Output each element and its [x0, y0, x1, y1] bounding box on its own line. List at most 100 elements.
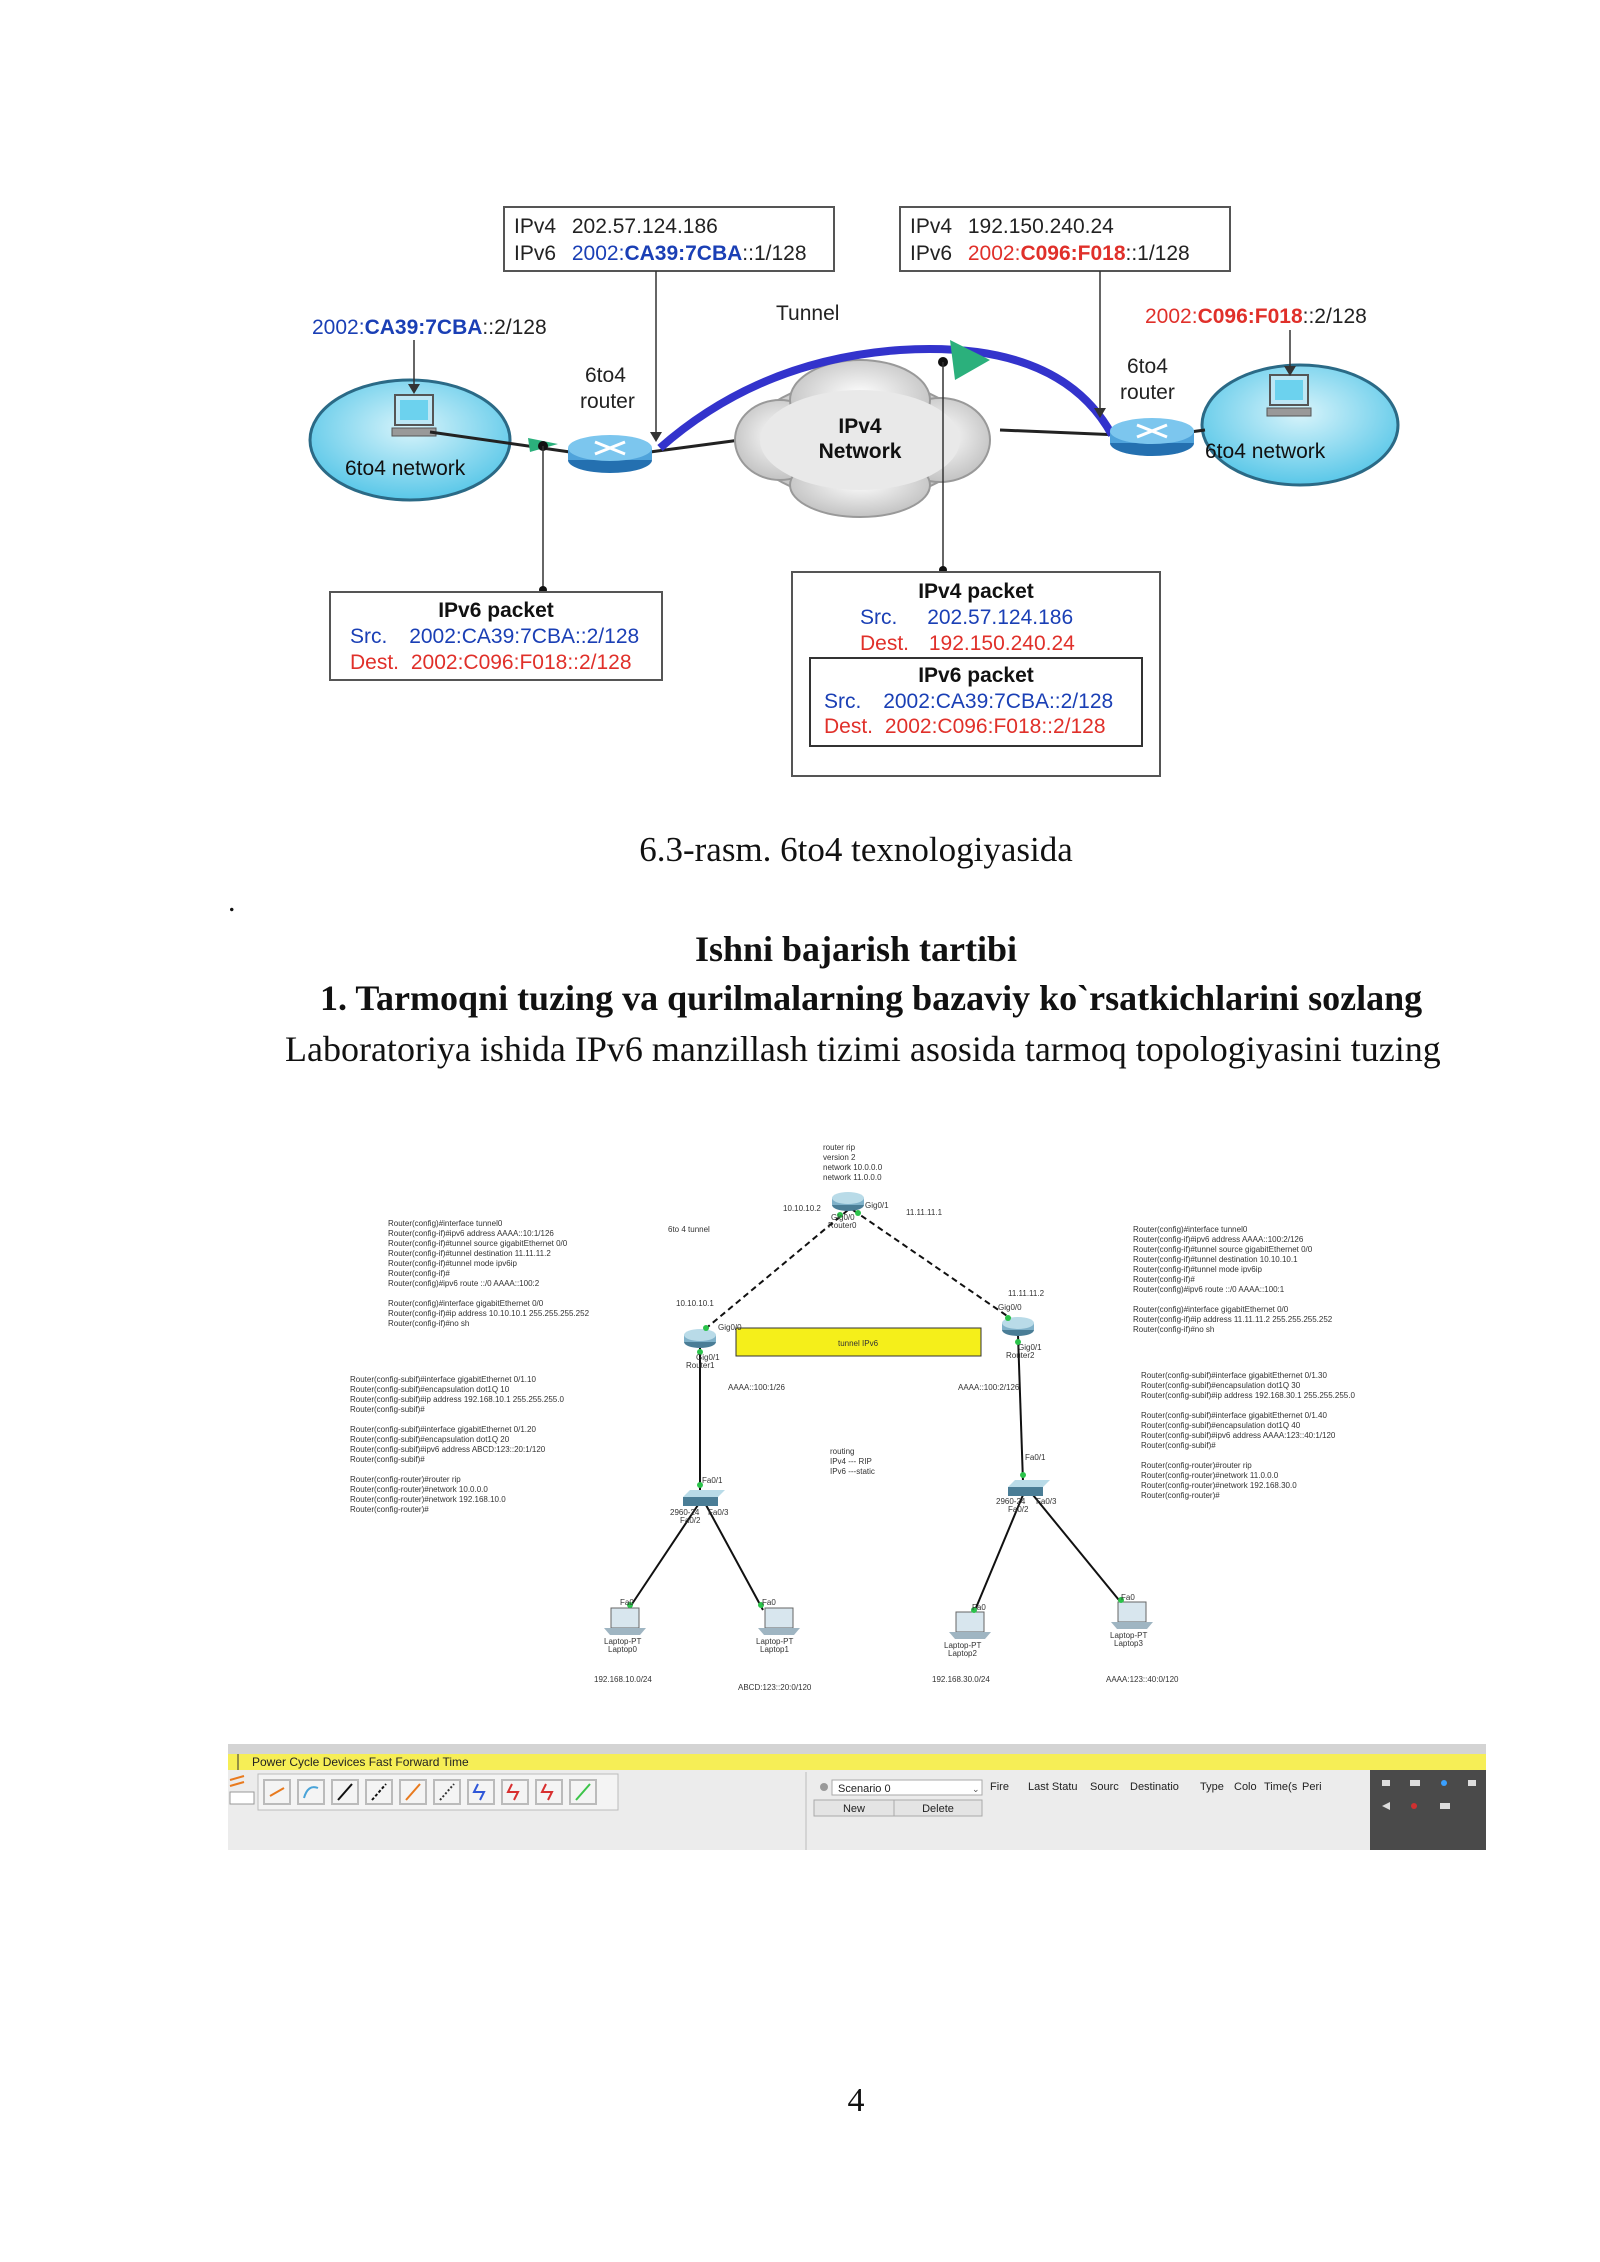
right-computer-icon	[1266, 374, 1312, 417]
svg-text:Router(config-subif)#interface: Router(config-subif)#interface gigabitEt…	[350, 1425, 536, 1434]
fa0-laptop1: Fa0	[762, 1598, 776, 1607]
svg-text:Router(config-router)#: Router(config-router)#	[350, 1505, 429, 1514]
inner-ipv6-packet-title: IPv6 packet	[918, 664, 1034, 687]
routing-note-1: routing	[830, 1447, 854, 1456]
svg-text:Router(config-subif)#encapsula: Router(config-subif)#encapsulation dot1Q…	[350, 1385, 510, 1394]
tray-icon-6	[1411, 1803, 1417, 1809]
gig01-r1: Gig0/1	[696, 1353, 720, 1362]
svg-text:Src. 2002:CA39:7CBA::2/128: Src. 2002:CA39:7CBA::2/128	[350, 625, 639, 648]
svg-text:Router(config)#ipv6 route ::/0: Router(config)#ipv6 route ::/0 AAAA::100…	[388, 1279, 540, 1288]
right-host-mid: C096:F018	[1198, 305, 1303, 328]
gig00-r0: Gig0/0	[831, 1213, 855, 1222]
laptop0-type: Laptop-PT	[604, 1637, 641, 1646]
fa0-laptop0: Fa0	[620, 1598, 634, 1607]
laptop1-type: Laptop-PT	[756, 1637, 793, 1646]
svg-text:Router(config-subif)#ip addres: Router(config-subif)#ip address 192.168.…	[1141, 1391, 1355, 1400]
svg-text:Router(config-if)#tunnel desti: Router(config-if)#tunnel destination 11.…	[388, 1249, 551, 1258]
svg-text:IPv4 202.57.124.186: IPv4 202.57.124.186	[514, 215, 718, 238]
tool-1-icon[interactable]	[263, 1779, 291, 1805]
delete-button[interactable]	[893, 1799, 983, 1817]
router1-icon	[684, 1329, 716, 1348]
fa02-left: Fa0/2	[680, 1516, 701, 1525]
tool-7-icon[interactable]	[467, 1779, 495, 1805]
svg-text:Router(config-if)#ipv6 address: Router(config-if)#ipv6 address AAAA::10:…	[388, 1229, 554, 1238]
tool-8-icon[interactable]	[501, 1779, 529, 1805]
fa0-laptop2: Fa0	[972, 1603, 986, 1612]
svg-text:Router(config-router)#network: Router(config-router)#network 192.168.30…	[1141, 1481, 1297, 1490]
svg-text:IPv6 2002:C096:F018::1/128: IPv6 2002:C096:F018::1/128	[910, 242, 1190, 265]
svg-text:network 10.0.0.0: network 10.0.0.0	[823, 1163, 883, 1172]
ipv6-packet-dst-label: Dest.	[350, 651, 399, 674]
router0-icon	[832, 1192, 864, 1211]
tray-icon-7	[1440, 1803, 1450, 1809]
delete-button-label: Delete	[922, 1803, 954, 1815]
left-ipv6-label: IPv6	[514, 242, 556, 265]
scenario-radio-icon[interactable]	[820, 1783, 828, 1791]
svg-text:Dest. 2002:C096:F018::2/12: Dest. 2002:C096:F018::2/128	[824, 715, 1106, 738]
left-host-suffix: ::2/128	[482, 316, 546, 339]
svg-text:Router(config)#interface tunne: Router(config)#interface tunnel0	[1133, 1225, 1248, 1234]
tray-icon-3	[1441, 1780, 1447, 1786]
inner-ipv6-packet-box	[809, 657, 1143, 747]
svg-text:Router(config-router)#network: Router(config-router)#network 10.0.0.0	[350, 1485, 488, 1494]
svg-text:IPv4 192.150.240.24: IPv4 192.150.240.24	[910, 215, 1114, 238]
tool-10-icon[interactable]	[569, 1779, 597, 1805]
tool-5-icon[interactable]	[399, 1779, 427, 1805]
col-fire[interactable]: Fire	[990, 1781, 1009, 1793]
gig01-r0: Gig0/1	[865, 1201, 889, 1210]
col-destination[interactable]: Destinatio	[1130, 1781, 1179, 1793]
tool-9-icon[interactable]	[535, 1779, 563, 1805]
laptop2-type: Laptop-PT	[944, 1641, 981, 1650]
ipv4-packet-dst: 192.150.240.24	[929, 632, 1075, 655]
tool-4-icon[interactable]	[365, 1779, 393, 1805]
fa01-right: Fa0/1	[1025, 1453, 1046, 1462]
tool-2-icon[interactable]	[297, 1779, 325, 1805]
power-cycle-text[interactable]: Power Cycle Devices Fast Forward Time	[252, 1755, 469, 1769]
ipv4-network-cloud	[734, 359, 991, 518]
col-periodic[interactable]: Peri	[1302, 1781, 1322, 1793]
svg-text:Router(config-if)#tunnel sourc: Router(config-if)#tunnel source gigabitE…	[388, 1239, 568, 1248]
col-time[interactable]: Time(s	[1264, 1781, 1298, 1793]
svg-text:router rip: router rip	[823, 1143, 856, 1152]
col-color[interactable]: Colo	[1234, 1781, 1257, 1793]
tunnel-ipv6-box	[735, 1327, 982, 1357]
switch-left-label: 2960-24	[670, 1508, 700, 1517]
realtime-bar	[228, 1754, 1486, 1770]
left-ipv4-label: IPv4	[514, 215, 556, 238]
right-router-label-2: router	[1120, 381, 1175, 404]
right-6to4-network	[1200, 363, 1400, 487]
svg-text:Router(config)#ipv6 route ::/0: Router(config)#ipv6 route ::/0 AAAA::100…	[1133, 1285, 1285, 1294]
fa01-left: Fa0/1	[702, 1476, 723, 1485]
tunnel-label: Tunnel	[776, 302, 839, 325]
inner-dst-label: Dest.	[824, 715, 873, 738]
tool-3-icon[interactable]	[331, 1779, 359, 1805]
laptop2-net: 192.168.30.0/24	[932, 1675, 990, 1684]
fa0-laptop3: Fa0	[1121, 1593, 1135, 1602]
laptop3-name: Laptop3	[1114, 1639, 1143, 1648]
left-ipv6-prefix: 2002:	[572, 242, 625, 265]
svg-text:version 2: version 2	[823, 1153, 856, 1162]
section-heading: Ishni bajarish tartibi	[694, 929, 1018, 969]
left-host-prefix: 2002:	[312, 316, 365, 339]
col-type[interactable]: Type	[1200, 1781, 1224, 1793]
scenario-select[interactable]	[831, 1779, 983, 1796]
col-last-status[interactable]: Last Statu	[1028, 1781, 1078, 1793]
fa02-right: Fa0/2	[1008, 1505, 1029, 1514]
svg-text:Router(config-if)#no sh: Router(config-if)#no sh	[1133, 1325, 1214, 1334]
laptop1-icon	[758, 1607, 800, 1635]
routing-note-2: IPv4 --- RIP	[830, 1457, 872, 1466]
svg-text:Router(config-subif)#ip addres: Router(config-subif)#ip address 192.168.…	[350, 1395, 564, 1404]
svg-text:Router(config-subif)#interface: Router(config-subif)#interface gigabitEt…	[350, 1375, 536, 1384]
left-6to4-router-icon	[568, 435, 652, 473]
tunnel-line	[657, 345, 1116, 452]
body-paragraph: Laboratoriya ishida IPv6 manzillash tizi…	[285, 1029, 1441, 1069]
svg-text:2002:CA39:7CBA::2/128: 2002:CA39:7CBA::2/128	[312, 316, 547, 339]
aaaa-right: AAAA::100:2/126	[958, 1383, 1020, 1392]
svg-text:Router(config-subif)#: Router(config-subif)#	[350, 1455, 425, 1464]
router2-label: Router2	[1006, 1351, 1035, 1360]
svg-text:Router(config-subif)#encapsula: Router(config-subif)#encapsulation dot1Q…	[1141, 1381, 1301, 1390]
laptop3-net: AAAA:123::40:0/120	[1106, 1675, 1179, 1684]
col-source[interactable]: Sourc	[1090, 1781, 1119, 1793]
right-host-suffix: ::2/128	[1303, 305, 1367, 328]
tool-6-icon[interactable]	[433, 1779, 461, 1805]
